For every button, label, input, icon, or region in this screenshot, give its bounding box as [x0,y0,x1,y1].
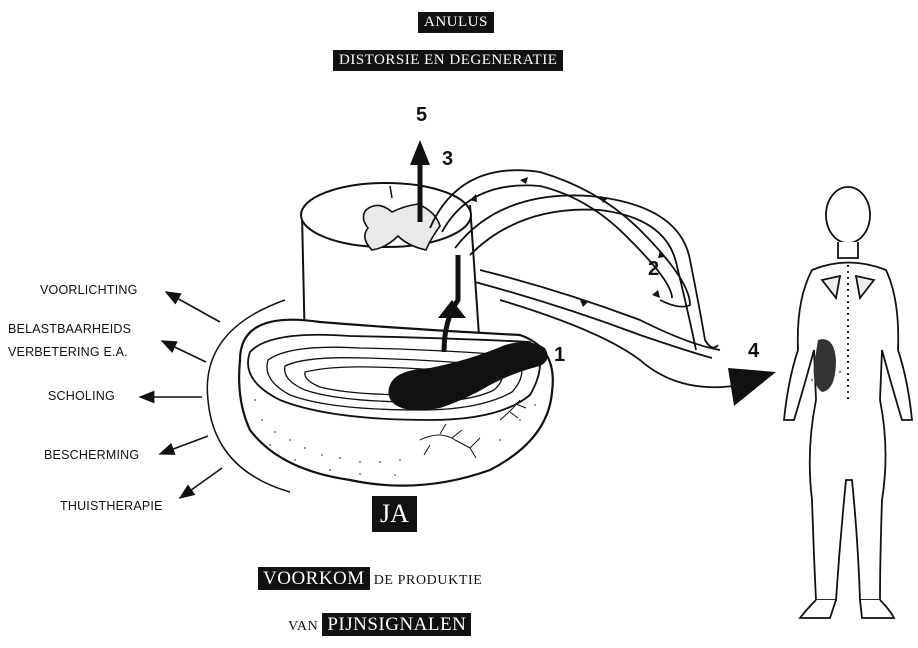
voorkom-label: VOORKOM [258,567,370,590]
human-figure [784,187,912,618]
label-4: 4 [748,340,759,363]
label-thuistherapie: THUISTHERAPIE [60,499,163,513]
label-2: 2 [648,258,659,281]
label-verbetering: VERBETERING E.A. [8,345,128,359]
label-3: 3 [442,148,453,171]
intervertebral-disc [239,320,553,486]
label-5: 5 [416,104,427,127]
footer-line-1: VOORKOM DE PRODUKTIE [258,568,482,590]
header-subtitle: DISTORSIE EN DEGENERATIE [333,50,563,71]
label-1: 1 [554,344,565,367]
label-scholing: SCHOLING [48,389,115,403]
de-produktie-label: DE PRODUKTIE [374,573,483,588]
van-label: VAN [288,619,318,634]
footer-line-2: VAN PIJNSIGNALEN [288,614,471,636]
label-belastbaarheids: BELASTBAARHEIDS [8,322,131,336]
left-arrows [140,292,222,498]
ja-badge: JA [372,496,417,532]
pijnsignalen-label: PIJNSIGNALEN [322,613,471,636]
label-voorlichting: VOORLICHTING [40,283,138,297]
header-title: ANULUS [418,12,494,33]
label-bescherming: BESCHERMING [44,448,139,462]
